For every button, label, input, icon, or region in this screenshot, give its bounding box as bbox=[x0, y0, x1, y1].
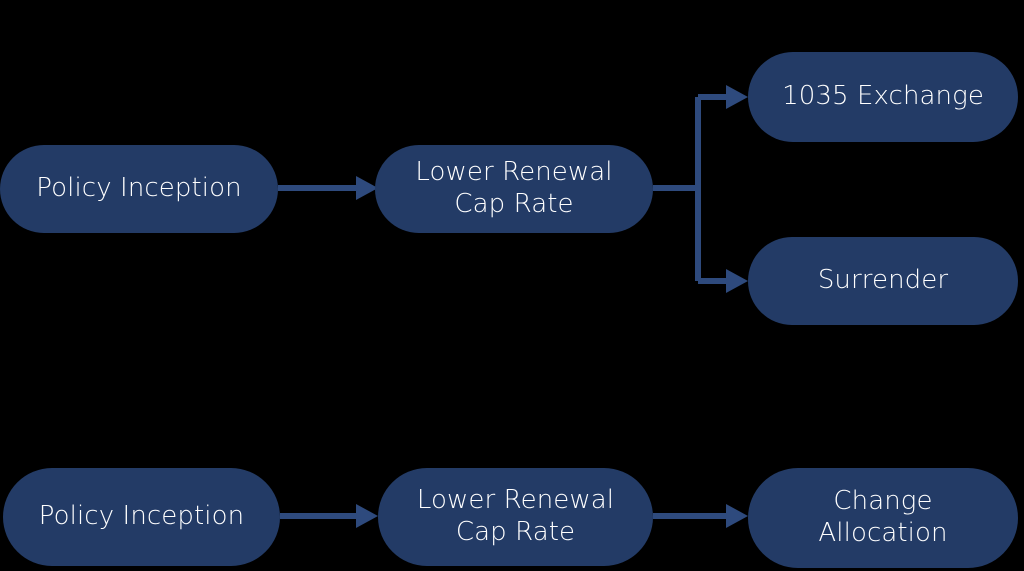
edge-lower-renewal-to-branches bbox=[653, 85, 748, 293]
edge-policy-inception-to-lower-renewal-bottom bbox=[280, 504, 378, 528]
node-label: Surrender bbox=[817, 265, 949, 296]
node-label: Policy Inception bbox=[38, 501, 245, 532]
node-policy-inception-bottom[interactable]: Policy Inception bbox=[3, 468, 280, 566]
edge-lower-renewal-to-change-allocation bbox=[653, 504, 748, 528]
node-label: Lower Renewal Cap Rate bbox=[416, 485, 615, 547]
node-label: Change Allocation bbox=[818, 486, 948, 548]
node-label: Lower Renewal Cap Rate bbox=[415, 157, 613, 219]
node-lower-renewal-cap-rate-bottom[interactable]: Lower Renewal Cap Rate bbox=[378, 468, 653, 566]
node-1035-exchange[interactable]: 1035 Exchange bbox=[748, 52, 1018, 142]
edge-policy-inception-to-lower-renewal-top bbox=[278, 176, 378, 200]
node-policy-inception-top[interactable]: Policy Inception bbox=[0, 145, 278, 233]
node-lower-renewal-cap-rate-top[interactable]: Lower Renewal Cap Rate bbox=[375, 145, 653, 233]
node-change-allocation[interactable]: Change Allocation bbox=[748, 468, 1018, 568]
node-label: Policy Inception bbox=[36, 173, 242, 204]
node-label: 1035 Exchange bbox=[782, 81, 984, 112]
node-surrender[interactable]: Surrender bbox=[748, 237, 1018, 325]
